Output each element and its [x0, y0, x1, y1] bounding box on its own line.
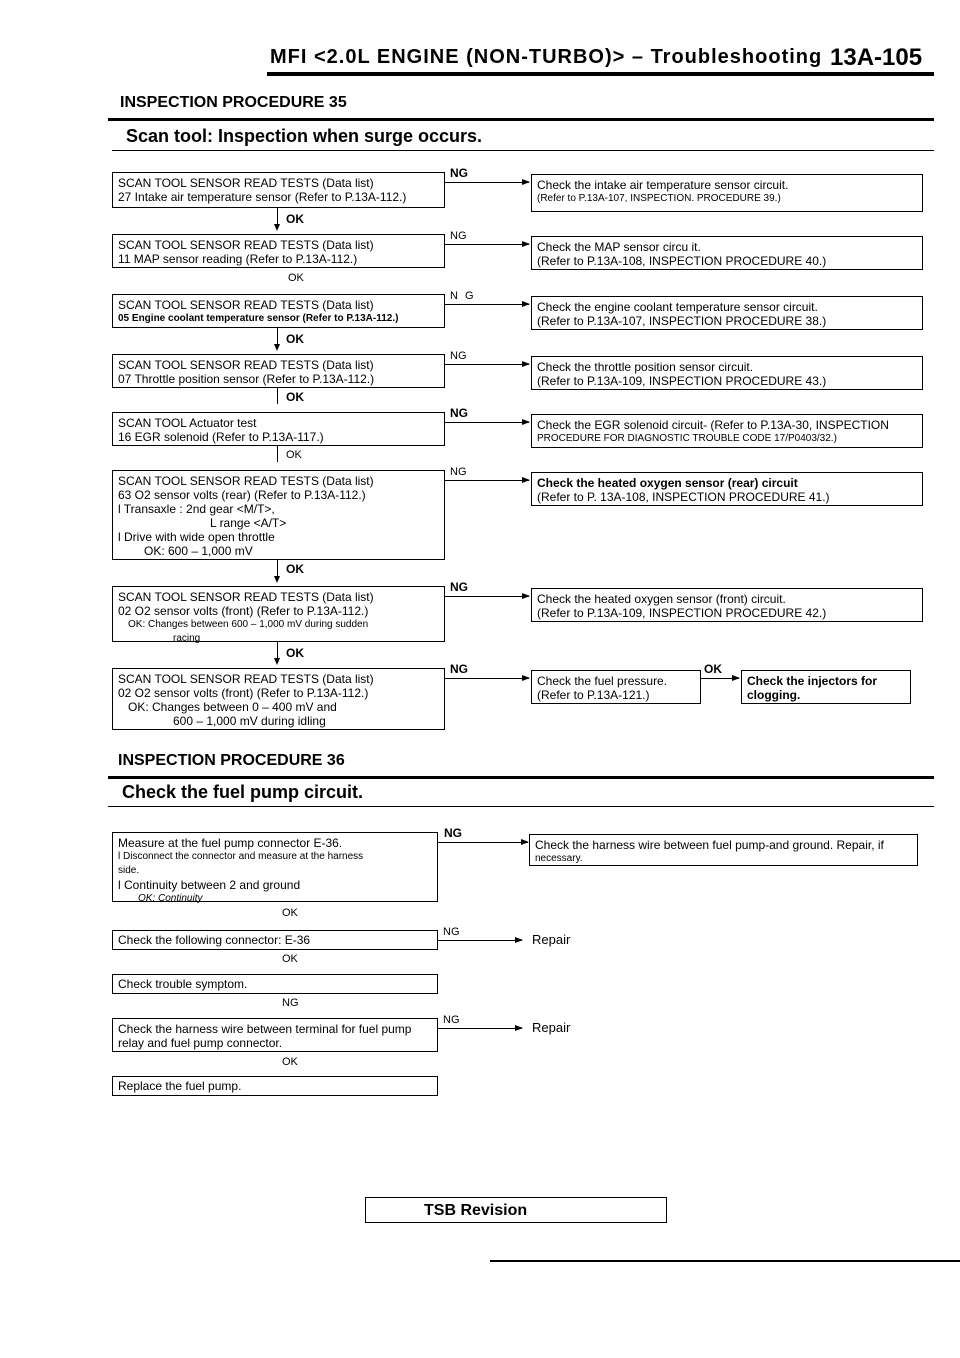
procedure-35-rule	[108, 118, 934, 121]
result-box: Check the harness wire between fuel pump…	[529, 834, 918, 866]
procedure-35-subtitle: Scan tool: Inspection when surge occurs.	[126, 126, 483, 146]
step-box: Check the following connector: E-36	[112, 930, 438, 950]
final-box: Check the injectors for clogging.	[741, 670, 911, 704]
ng-arrow	[438, 937, 523, 943]
ng-arrow	[445, 241, 530, 247]
result-box: Check the intake air temperature sensor …	[531, 174, 923, 212]
ok-label: OK	[286, 646, 304, 660]
step-box: SCAN TOOL SENSOR READ TESTS (Data list) …	[112, 234, 445, 268]
ok-label: OK	[286, 332, 304, 346]
ng-arrow	[445, 179, 530, 185]
ng-arrow	[445, 419, 530, 425]
step-box: SCAN TOOL SENSOR READ TESTS (Data list) …	[112, 470, 445, 560]
procedure-36-heading: INSPECTION PROCEDURE 36	[118, 752, 345, 769]
ng-arrow	[445, 361, 530, 367]
ng-arrow	[445, 593, 530, 599]
procedure-36-subtitle: Check the fuel pump circuit.	[122, 782, 364, 802]
result-box: Check the engine coolant temperature sen…	[531, 296, 923, 330]
step-box: Check the harness wire between terminal …	[112, 1018, 438, 1052]
ok-label: OK	[704, 662, 722, 676]
ng-arrow	[445, 301, 530, 307]
page-number: 13A-105	[830, 44, 923, 71]
ng-label: NG	[444, 826, 462, 840]
result-box: Check the EGR solenoid circuit- (Refer t…	[531, 414, 923, 448]
ng-label: NG	[450, 350, 467, 362]
step-box: SCAN TOOL SENSOR READ TESTS (Data list) …	[112, 172, 445, 208]
ng-label: NG	[450, 466, 467, 478]
page-header: MFI <2.0L ENGINE (NON-TURBO)> – Troubles…	[0, 44, 960, 84]
step-box: SCAN TOOL SENSOR READ TESTS (Data list) …	[112, 354, 445, 388]
ng-arrow	[445, 477, 530, 483]
ng-label: NG	[443, 1014, 460, 1026]
result-box: Check the MAP sensor circu it. (Refer to…	[531, 236, 923, 270]
step-box: Measure at the fuel pump connector E-36.…	[112, 832, 438, 904]
step-box: Check trouble symptom.	[112, 974, 438, 994]
result-box: Check the throttle position sensor circu…	[531, 356, 923, 390]
procedure-36-rule	[108, 776, 934, 779]
footer-rule	[490, 1260, 960, 1262]
ng-arrow	[438, 1025, 523, 1031]
ng-label: NG	[450, 580, 468, 594]
ok-label: OK	[288, 272, 304, 284]
step-box: SCAN TOOL Actuator test 16 EGR solenoid …	[112, 412, 445, 446]
step-box: Replace the fuel pump.	[112, 1076, 438, 1096]
ng-arrow	[438, 839, 529, 845]
step-box: SCAN TOOL SENSOR READ TESTS (Data list) …	[112, 668, 445, 730]
ok-label: OK	[286, 390, 304, 404]
procedure-35-subrule	[112, 150, 934, 151]
repair-label: Repair	[532, 932, 571, 947]
ok-arrow	[701, 675, 740, 681]
result-box: Check the fuel pressure. (Refer to P.13A…	[531, 670, 701, 704]
ok-label: OK	[286, 449, 302, 461]
ng-label: NG	[450, 166, 468, 180]
ok-label: OK	[282, 953, 298, 965]
procedure-36-subrule	[108, 806, 934, 807]
ng-label: NG	[443, 926, 460, 938]
header-title: MFI <2.0L ENGINE (NON-TURBO)> – Troubles…	[270, 46, 823, 68]
ng-arrow	[445, 675, 530, 681]
ng-label: NG	[450, 406, 468, 420]
step-box: SCAN TOOL SENSOR READ TESTS (Data list) …	[112, 586, 445, 644]
result-box: Check the heated oxygen sensor (rear) ci…	[531, 472, 923, 506]
procedure-35-heading: INSPECTION PROCEDURE 35	[120, 94, 347, 111]
tsb-revision-box: TSB Revision	[365, 1197, 667, 1223]
ok-label: OK	[282, 1056, 298, 1068]
ng-label: NG	[450, 230, 467, 242]
ok-label: OK	[286, 562, 304, 576]
ok-label: OK	[286, 212, 304, 226]
ng-label: N G	[450, 290, 476, 302]
ng-label: NG	[282, 997, 299, 1009]
header-rule	[267, 72, 934, 76]
repair-label: Repair	[532, 1020, 571, 1035]
result-box: Check the heated oxygen sensor (front) c…	[531, 588, 923, 622]
step-box: SCAN TOOL SENSOR READ TESTS (Data list) …	[112, 294, 445, 328]
ok-label: OK	[282, 907, 298, 919]
ng-label: NG	[450, 662, 468, 676]
